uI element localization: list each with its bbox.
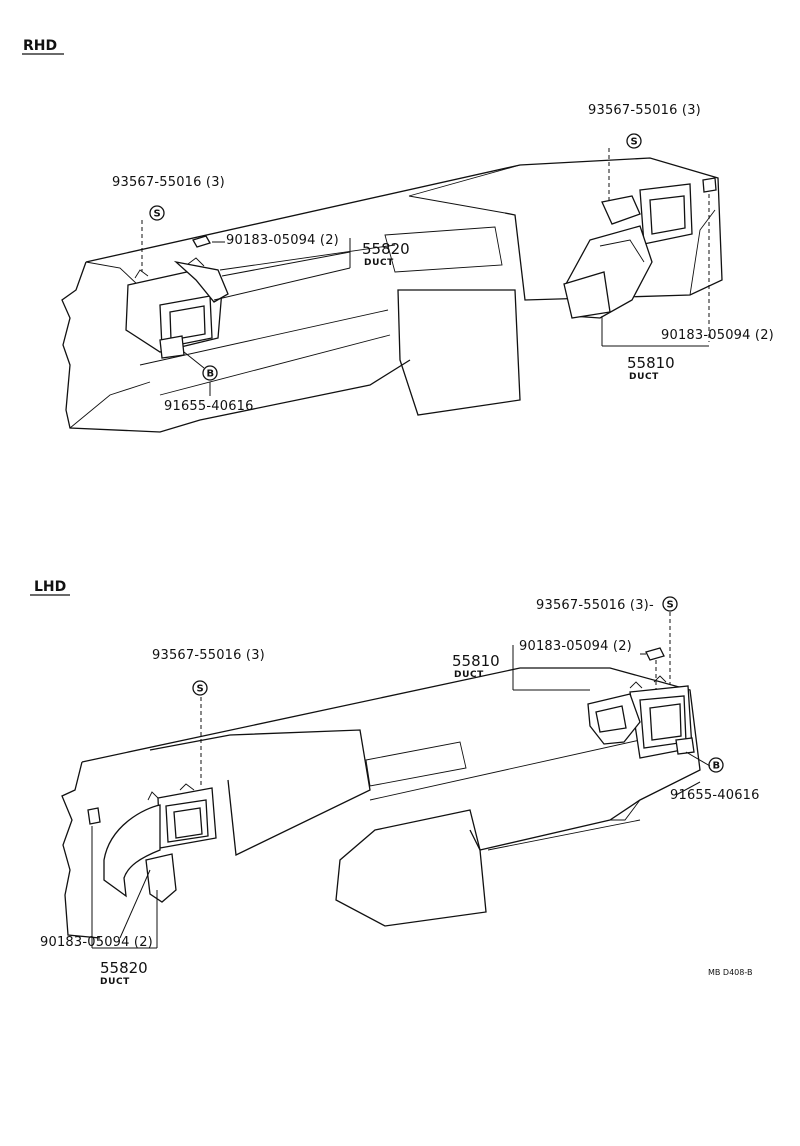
- rhd-duct-right-callout: 55810 DUCT: [627, 354, 675, 382]
- rhd-bolt-symbol: [202, 365, 218, 381]
- lhd-leaders: [91, 612, 711, 949]
- rhd-clip-right-sym: S: [631, 137, 638, 148]
- rhd-bolt-partnum: 91655-40616: [164, 399, 254, 414]
- rhd-clip-left-symbol: [149, 205, 165, 221]
- rhd-bolt-sym: B: [207, 369, 215, 380]
- lhd-clip-left-callout: 93567-55016 (3) S: [152, 648, 265, 696]
- lhd-duct-left-label: DUCT: [100, 977, 130, 987]
- rhd-duct-left-number: 55820: [362, 240, 410, 258]
- lhd-clip-right-partnum: 93567-55016 (3)-: [536, 598, 654, 613]
- lhd-duct-right-number: 55810: [452, 652, 500, 670]
- lhd-clip-left-sym: S: [197, 684, 204, 695]
- rhd-clip-left-sym: S: [154, 209, 161, 220]
- lhd-clip-right-sym: S: [667, 600, 674, 611]
- rhd-leaders: [141, 148, 710, 396]
- rhd-screw-right-partnum: 90183-05094 (2): [661, 328, 774, 343]
- lhd-dashboard: [61, 667, 701, 939]
- rhd-title: RHD: [23, 38, 57, 54]
- rhd-dashboard: [61, 157, 723, 433]
- lhd-screw-right-partnum: 90183-05094 (2): [519, 639, 632, 654]
- lhd-bolt-callout: B 91655-40616: [670, 757, 760, 803]
- rhd-clip-left-partnum: 93567-55016 (3): [112, 175, 225, 190]
- rhd-clip-right-symbol: [626, 133, 642, 149]
- lhd-duct-left-number: 55820: [100, 959, 148, 977]
- lhd-clip-right-callout: 93567-55016 (3)- S: [536, 596, 678, 613]
- lhd-duct-right-label: DUCT: [454, 670, 484, 680]
- rhd-duct-left-callout: 55820 DUCT: [362, 240, 410, 268]
- rhd-screw-left-partnum: 90183-05094 (2): [226, 233, 339, 248]
- rhd-left-vent: [125, 235, 229, 359]
- lhd-duct-right-callout: 55810 DUCT: [452, 652, 500, 680]
- rhd-bolt-callout: B 91655-40616: [164, 365, 254, 414]
- lhd-duct-left-callout: 55820 DUCT: [100, 959, 148, 987]
- lhd-clip-left-partnum: 93567-55016 (3): [152, 648, 265, 663]
- lhd-left-vent: [87, 783, 217, 903]
- lhd-section: LHD: [30, 579, 760, 987]
- lhd-right-vent: [587, 647, 695, 759]
- lhd-clip-right-symbol: [662, 596, 678, 612]
- rhd-duct-right-label: DUCT: [629, 372, 659, 382]
- rhd-section: RHD: [22, 38, 774, 433]
- lhd-screw-left-partnum: 90183-05094 (2): [40, 935, 153, 950]
- lhd-bolt-sym: B: [713, 761, 721, 772]
- rhd-clip-right-partnum: 93567-55016 (3): [588, 103, 701, 118]
- lhd-clip-left-symbol: [192, 680, 208, 696]
- rhd-clip-right-callout: 93567-55016 (3) S: [588, 103, 701, 149]
- rhd-duct-right-number: 55810: [627, 354, 675, 372]
- lhd-bolt-partnum: 91655-40616: [670, 788, 760, 803]
- rhd-clip-left-callout: 93567-55016 (3) S: [112, 175, 225, 221]
- lhd-bolt-symbol: [708, 757, 724, 773]
- rhd-right-vent: [563, 177, 717, 319]
- rhd-duct-left-label: DUCT: [364, 258, 394, 268]
- lhd-title: LHD: [34, 579, 66, 595]
- figure-code: MB D408-B: [708, 968, 752, 977]
